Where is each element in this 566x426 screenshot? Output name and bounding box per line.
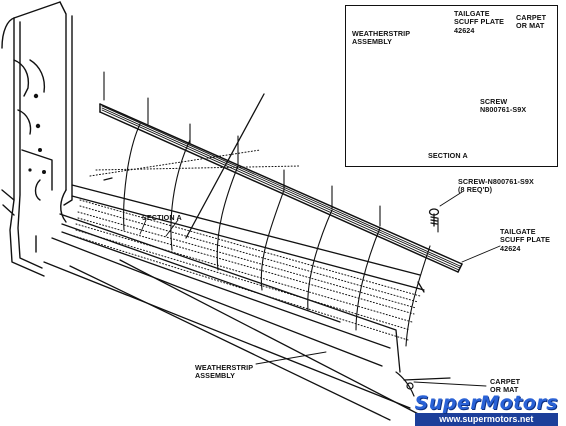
leader-lines	[139, 191, 501, 387]
bed-floor	[43, 93, 431, 421]
inset-scuff-plate-label: TAILGATE SCUFF PLATE 42624	[454, 9, 505, 35]
carpet-stipple	[73, 149, 421, 341]
section-a-inset	[345, 5, 558, 167]
inset-carpet-label: CARPET OR MAT	[516, 13, 547, 31]
section-curves	[123, 123, 431, 347]
scuff-plate-bar	[99, 103, 463, 273]
inset-caption: SECTION A	[428, 151, 468, 160]
carpet-label: CARPET OR MAT	[490, 377, 521, 395]
tailgate-rivets	[28, 93, 46, 174]
weatherstrip-end	[395, 371, 451, 397]
supermotors-url: www.supermotors.net	[414, 413, 558, 426]
supermotors-logo: SuperMotors	[414, 392, 558, 414]
inset-weatherstrip-label: WEATHERSTRIP ASSEMBLY	[352, 29, 411, 47]
tailgate-panel	[1, 1, 73, 277]
scuff-plate-label: TAILGATE SCUFF PLATE 42624	[500, 227, 551, 253]
inset-screw-label: SCREW N800761-S9X	[480, 97, 527, 115]
screw-icon	[428, 208, 440, 227]
supermotors-watermark: SuperMotors www.supermotors.net	[414, 392, 558, 426]
screw-posts	[103, 71, 439, 233]
weatherstrip-label: WEATHERSTRIP ASSEMBLY	[195, 363, 254, 381]
section-a-label: SECTION A	[142, 213, 182, 222]
screw-label: SCREW-N800761-S9X (8 REQ'D)	[458, 177, 534, 195]
